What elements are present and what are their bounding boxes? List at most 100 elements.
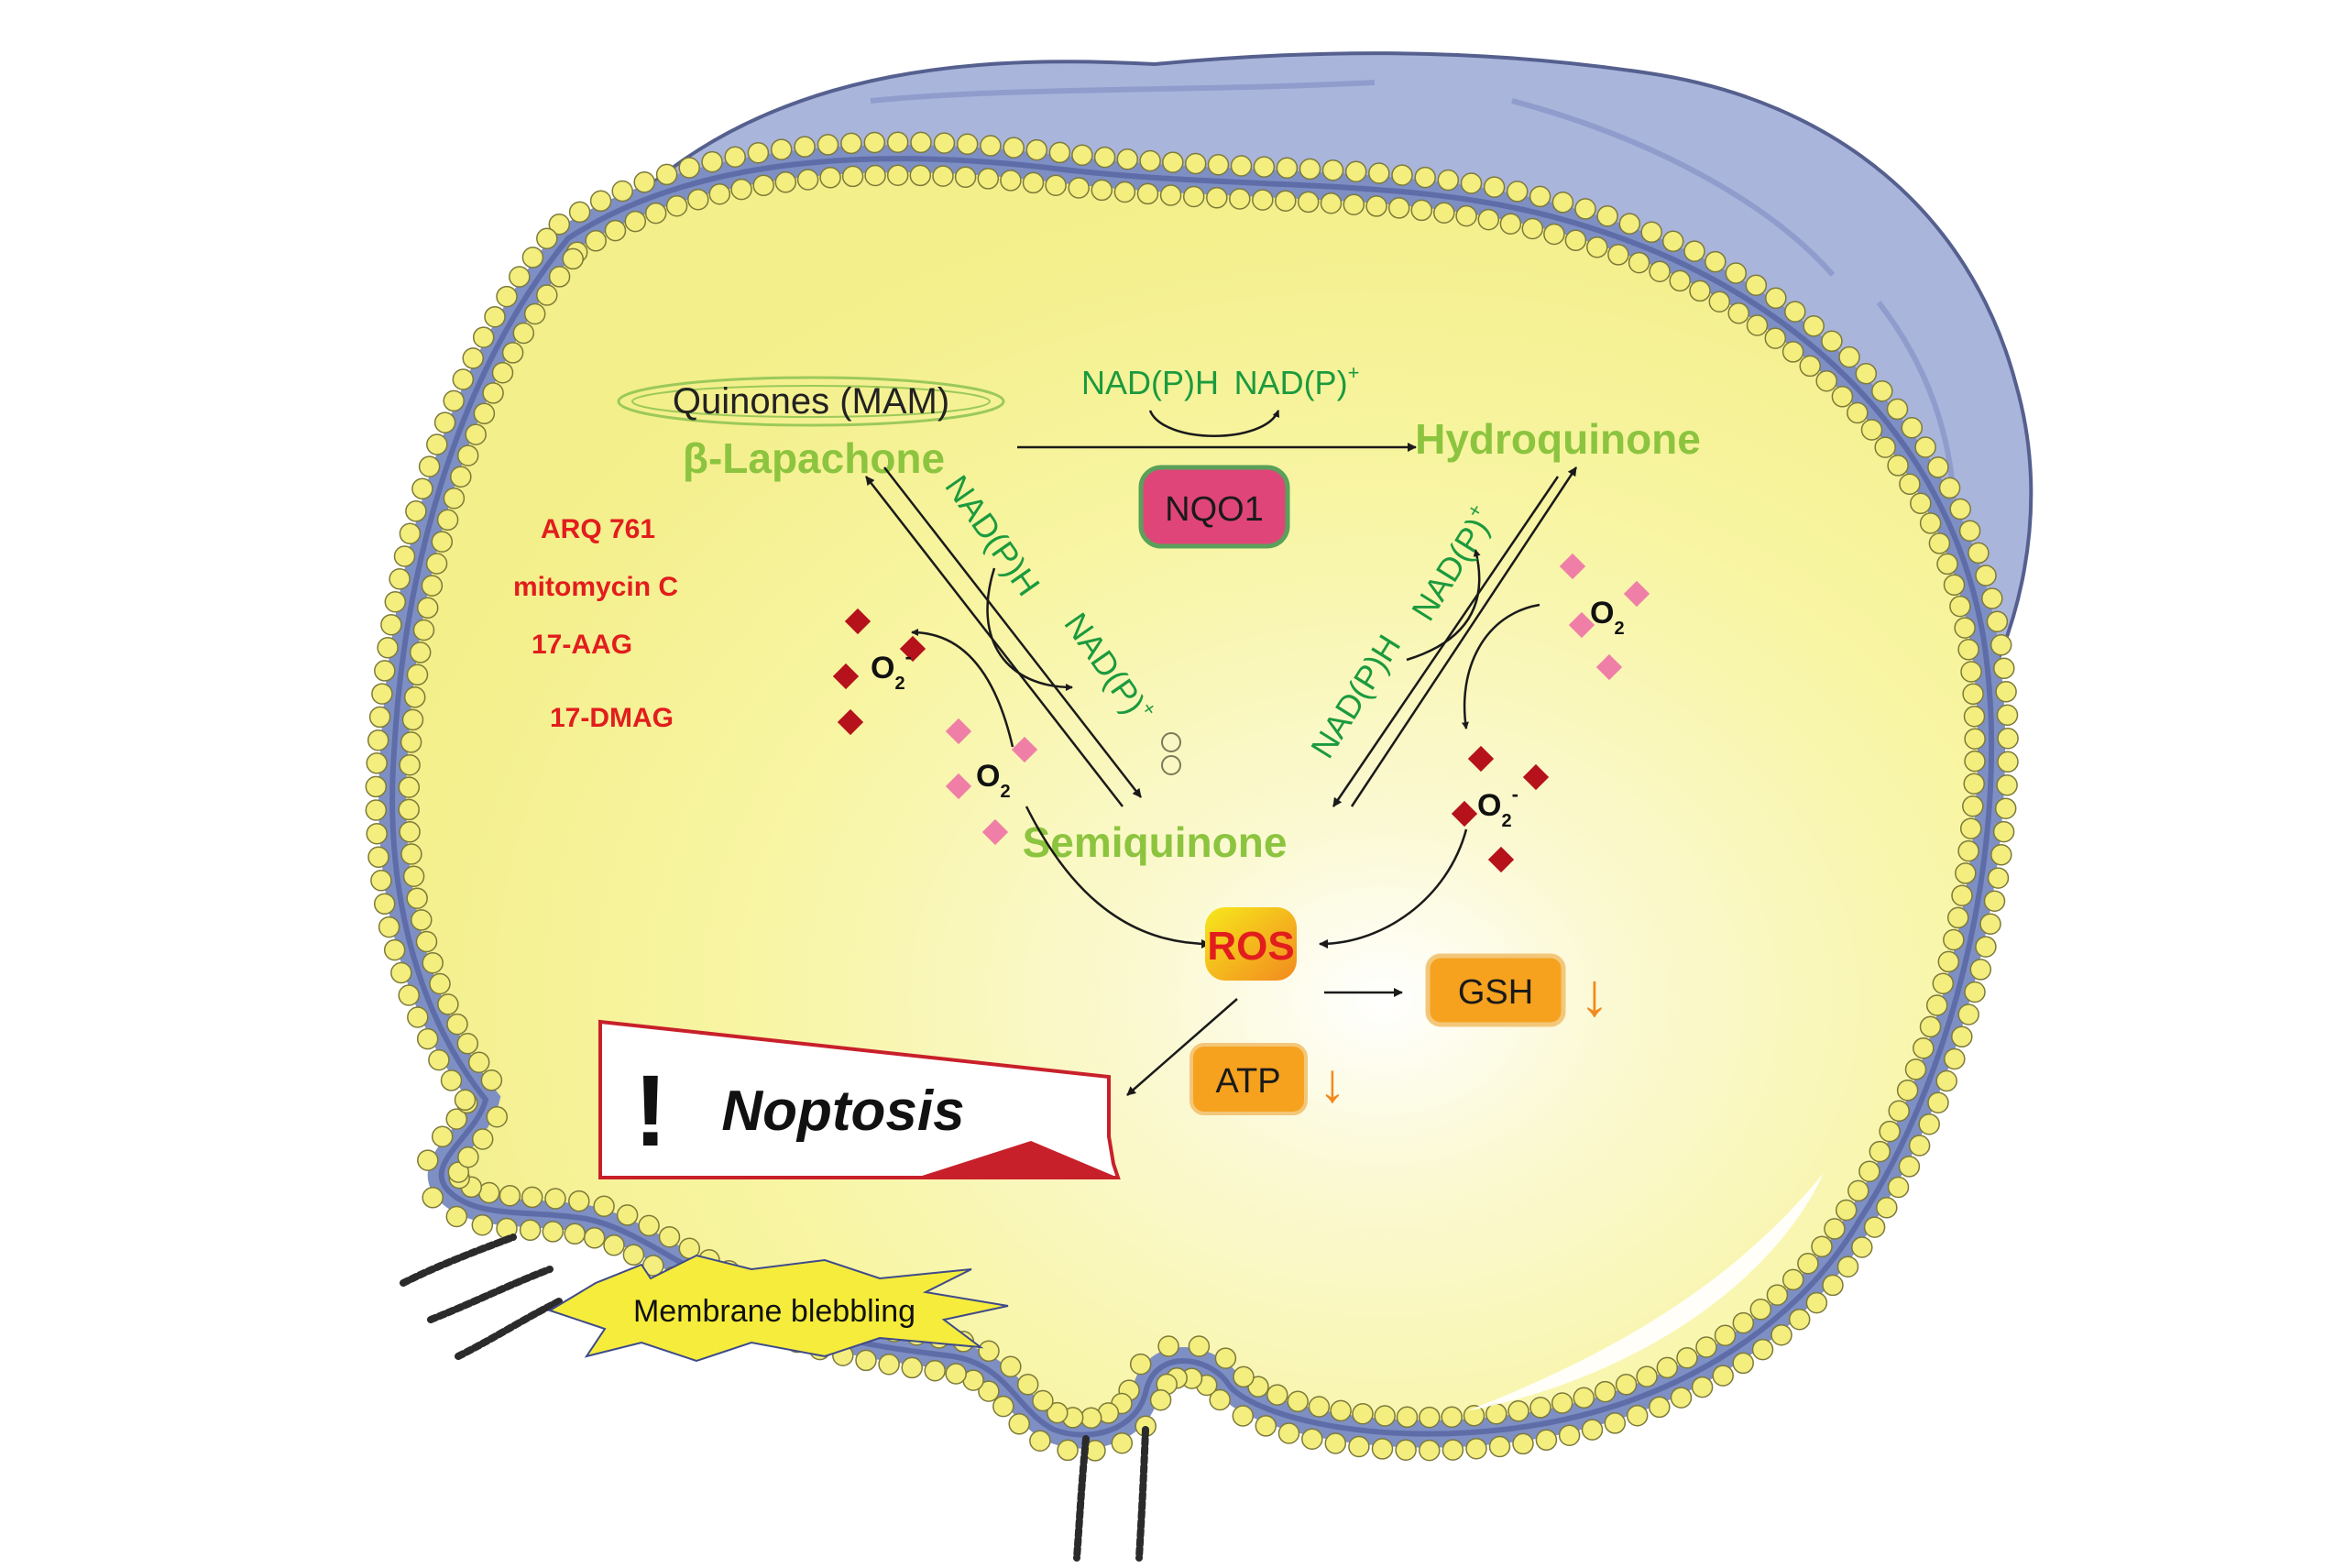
o2-diamond — [1451, 800, 1478, 828]
lipid-bead — [1879, 1120, 1901, 1143]
lipid-bead — [794, 136, 816, 158]
lipid-bead — [1751, 1338, 1774, 1361]
lipid-bead — [1414, 166, 1436, 189]
lipid-bead — [1951, 884, 1973, 906]
lipid-bead — [1997, 751, 2019, 773]
lipid-bead — [1968, 542, 1990, 565]
lipid-bead — [1918, 1113, 1940, 1135]
lipid-bead — [1485, 1402, 1507, 1425]
lipid-bead — [1899, 473, 1921, 496]
lipid-bead — [863, 131, 886, 154]
lipid-bead — [1266, 1384, 1288, 1406]
lipid-bead — [366, 752, 388, 774]
lipid-bead — [1419, 1406, 1441, 1429]
lipid-bead — [819, 167, 841, 189]
lipid-bead — [482, 382, 504, 404]
lipid-bead — [1093, 146, 1116, 169]
lipid-bead — [1111, 1431, 1134, 1454]
lipid-bead — [1986, 610, 2009, 632]
lipid-bead — [1901, 417, 1924, 439]
lipid-bead — [373, 893, 396, 916]
lipid-bead — [1636, 1365, 1658, 1387]
lipid-bead — [542, 1221, 565, 1243]
lipid-bead — [1008, 1413, 1030, 1435]
gsh-down-arrow: ↓ — [1580, 960, 1610, 1028]
lipid-bead — [374, 660, 396, 682]
lipid-bead — [1732, 1311, 1755, 1334]
lipid-bead — [1483, 176, 1506, 198]
lipid-bead — [1232, 1405, 1255, 1427]
lipid-bead — [548, 266, 571, 288]
left-o2-curve — [911, 629, 1014, 748]
lipid-bead — [1615, 1374, 1638, 1396]
lipid-bead — [568, 1190, 590, 1212]
lipid-bead — [1387, 197, 1410, 219]
lipid-bead — [633, 171, 655, 193]
oxygen-right-label: O2 — [1590, 596, 1625, 639]
lipid-bead — [1047, 1401, 1069, 1424]
lipid-bead — [1997, 728, 2019, 750]
lipid-bead — [405, 500, 427, 522]
lipid-bead — [1365, 195, 1387, 217]
semiquinone-label: Semiquinone — [1023, 818, 1288, 866]
lipid-bead — [1410, 199, 1433, 222]
lipid-bead — [730, 178, 752, 201]
lipid-bead — [1955, 862, 1977, 884]
o2-diamond — [1623, 580, 1650, 608]
lipid-bead — [978, 1340, 1000, 1363]
lipid-bead — [1275, 190, 1297, 212]
lipid-bead — [1573, 1387, 1595, 1409]
lipid-bead — [446, 1013, 468, 1036]
noptosis-banner — [598, 1019, 1121, 1179]
lipid-bead — [1705, 250, 1727, 273]
lipid-bead — [1529, 1397, 1551, 1419]
membrane-lipid-beads — [365, 131, 2019, 1462]
lipid-bead — [665, 194, 688, 217]
lipid-bead — [1048, 141, 1071, 164]
lipid-bead — [447, 1161, 470, 1183]
lipid-bead — [1908, 1135, 1931, 1157]
lipid-bead — [1935, 1069, 1957, 1092]
lipid-bead — [1574, 198, 1596, 220]
lipid-bead — [1954, 617, 1976, 639]
lipid-bead — [1488, 1435, 1511, 1458]
lipid-bead — [501, 342, 524, 364]
lipid-bead — [624, 210, 647, 233]
lipid-bead — [770, 138, 793, 160]
lipid-bead — [1003, 137, 1025, 159]
right-o2-to-ros — [1319, 828, 1468, 948]
lipid-bead — [1045, 174, 1067, 196]
lipid-bead — [1691, 1376, 1714, 1398]
lipid-bead — [562, 247, 584, 270]
lipid-bead — [1886, 398, 1909, 421]
lipid-bead — [407, 1006, 429, 1028]
lipid-bead — [840, 132, 862, 155]
lipid-bead — [655, 163, 678, 186]
lipid-bead — [1932, 972, 1955, 994]
lipid-bead — [1209, 1388, 1231, 1411]
lipid-bead — [1858, 1160, 1880, 1182]
lipid-bead — [1139, 149, 1161, 172]
cofactor-top-right: NAD(P)+ — [1234, 361, 1360, 401]
lipid-bead — [1287, 1390, 1309, 1413]
lipid-bead — [1301, 1428, 1323, 1450]
lipid-bead — [1770, 1323, 1792, 1346]
lipid-bead — [945, 1363, 967, 1385]
lipid-bead — [1725, 262, 1748, 284]
lipid-bead — [400, 731, 422, 753]
lipid-bead — [411, 477, 433, 500]
lipid-bead — [456, 444, 479, 466]
lipid-bead — [1943, 574, 1966, 597]
lipid-bead — [399, 821, 421, 843]
lipid-bead — [622, 1244, 645, 1266]
lipid-bead — [878, 1353, 900, 1376]
lipid-bead — [1253, 156, 1276, 178]
membrane-inner-line — [389, 156, 1995, 1438]
lipid-bead — [1136, 182, 1159, 205]
o2-diamond — [1568, 611, 1595, 639]
lipid-bead — [1876, 1197, 1898, 1219]
lipid-bead — [425, 553, 448, 575]
lipid-bead — [638, 1214, 660, 1237]
lipid-bead — [1649, 260, 1671, 282]
